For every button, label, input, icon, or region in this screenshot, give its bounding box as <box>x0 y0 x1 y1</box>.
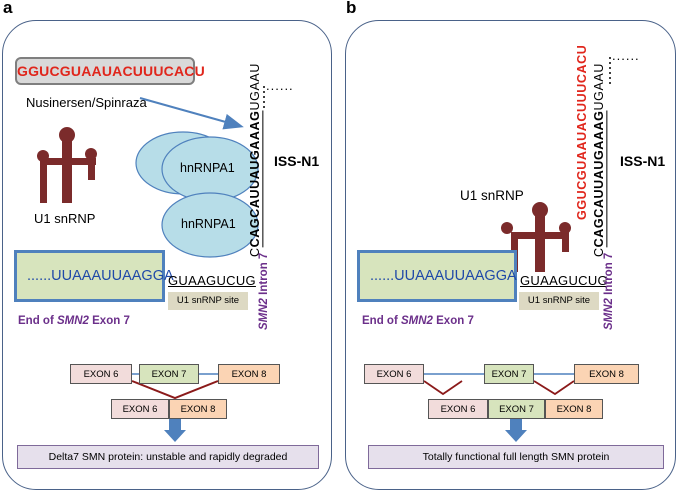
exon-skipping-lines <box>131 373 219 442</box>
hnrnpa1-complex <box>135 131 259 258</box>
u1-snrnp-label: U1 snRNP <box>34 211 96 226</box>
intron-dotted-line <box>263 86 265 108</box>
exon7-box: ......UUAAAUUAAGGA <box>14 250 174 302</box>
mrna-exon8-box: EXON 8 <box>169 399 227 419</box>
result-box: Delta7 SMN protein: unstable and rapidly… <box>17 445 319 469</box>
iss-n1-label: ISS-N1 <box>274 153 320 169</box>
u1-snrnp-label: U1 snRNP <box>460 188 524 203</box>
mrna-exon6-box: EXON 6 <box>428 399 488 419</box>
exon8-box: EXON 8 <box>574 364 639 384</box>
end-of-exon7-label: End of SMN2 Exon 7 <box>18 315 130 327</box>
exon7-box: ......UUAAAUUAAGGA <box>357 250 517 302</box>
aso-sequence-box: GGUCGUAAUACUUUCACU <box>15 57 205 85</box>
end-of-exon7-label: End of SMN2 Exon 7 <box>362 315 474 327</box>
exon6-box: EXON 6 <box>364 364 424 384</box>
exon8-box: EXON 8 <box>218 364 280 384</box>
result-box: Totally functional full length SMN prote… <box>368 445 664 469</box>
hnrnpa1-ellipse-bottom <box>161 192 259 258</box>
splice-site-sequence: GUAAGUCUG <box>520 273 608 288</box>
u1-snrnp-site-box: U1 snRNP site <box>519 292 599 310</box>
panel-a-letter: a <box>3 0 13 17</box>
mrna-exon6-box: EXON 6 <box>111 399 169 419</box>
splice-site-sequence: GUAAGUCUG <box>168 273 256 288</box>
u1-snrnp-site-box: U1 snRNP site <box>168 292 248 310</box>
drug-name-label: Nusinersen/Spinraza <box>26 95 147 110</box>
exon7-small-box: EXON 7 <box>139 364 199 384</box>
intron-continuation-dots: ...... <box>266 78 294 93</box>
mrna-exon8-box: EXON 8 <box>545 399 603 419</box>
hnrnpa1-label-bottom: hnRNPA1 <box>181 217 236 231</box>
intron-continuation-dots: ...... <box>612 48 640 63</box>
mrna-exon7-box: EXON 7 <box>488 399 545 419</box>
drug-binding-arrow <box>139 97 244 130</box>
exon6-box: EXON 6 <box>70 364 132 384</box>
exon7-small-box: EXON 7 <box>484 364 534 384</box>
hnrnpa1-label-top: hnRNPA1 <box>180 161 235 175</box>
iss-n1-label: ISS-N1 <box>620 153 666 169</box>
u1-snrnp-icon <box>37 127 97 203</box>
panel-b-letter: b <box>346 0 357 17</box>
